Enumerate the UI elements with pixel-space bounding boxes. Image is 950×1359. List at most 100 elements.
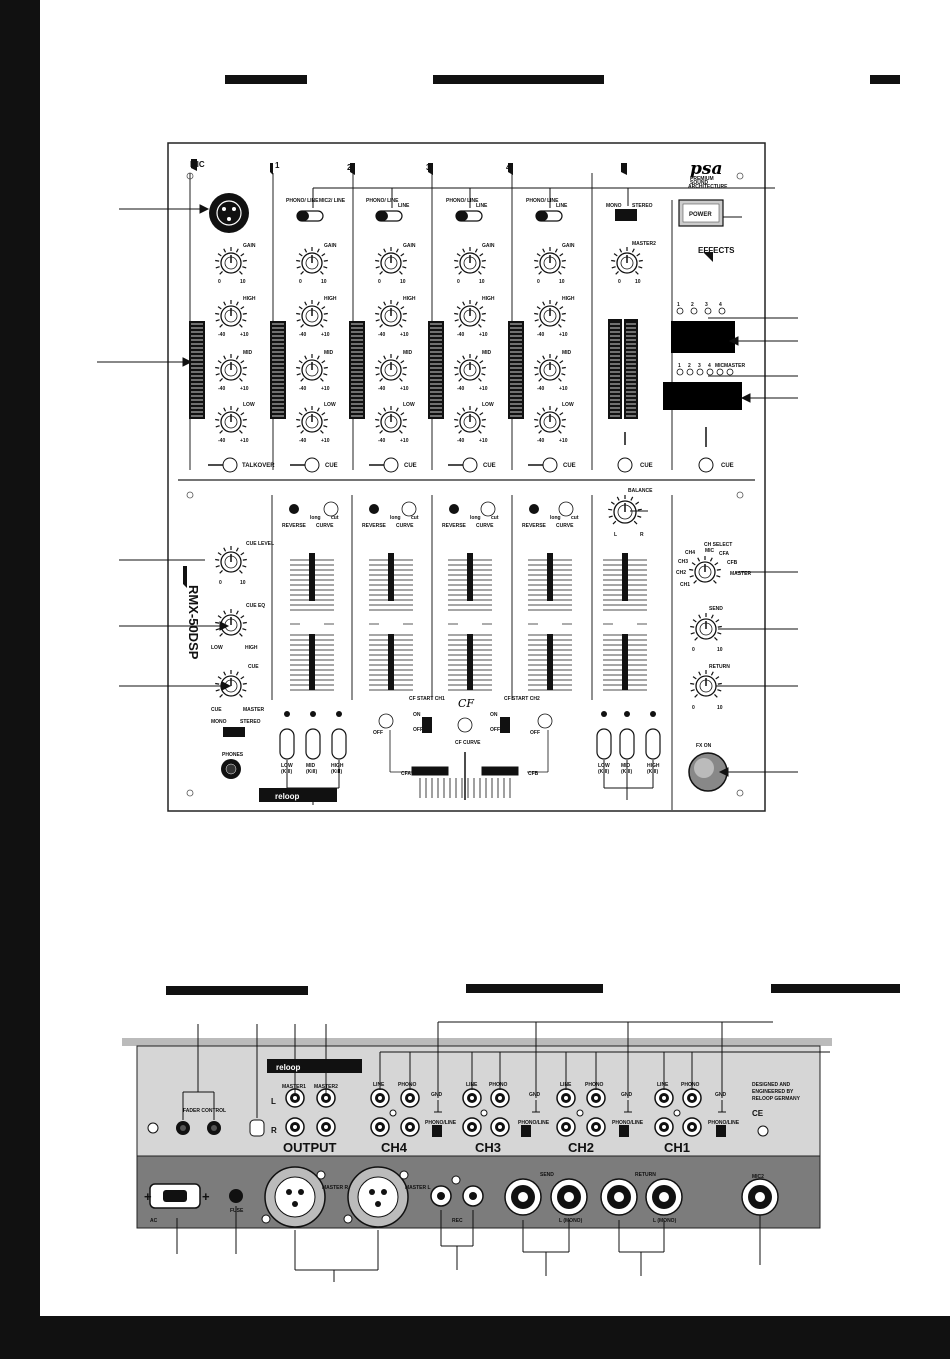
ch1-phono: PHONO (681, 1082, 699, 1088)
ch1-line: LINE (657, 1082, 669, 1088)
psa-sub-3: ARCHITECTURE (688, 184, 728, 190)
return-0: 0 (692, 705, 695, 711)
reloop-logo-top (259, 788, 337, 802)
pl-4: PHONO/LINE (708, 1120, 740, 1126)
designed-3: RELOOP GERMANY (752, 1096, 801, 1102)
fuse-label: FUSE (230, 1208, 244, 1214)
knob-scale-max: +10 (321, 438, 330, 444)
output-label: OUTPUT (283, 1140, 337, 1155)
monitor-mono: MONO (211, 719, 227, 725)
cf-curve-label: CF CURVE (455, 740, 481, 746)
knob-scale-min: -40 (378, 438, 385, 444)
ch2-line: LINE (560, 1082, 572, 1088)
effects-beat-display (671, 321, 735, 353)
kill-sub: (Kill) (281, 769, 292, 775)
ch4-line: LINE (373, 1082, 385, 1088)
curve-label: CURVE (556, 523, 574, 529)
ch4-label: CH4 (381, 1140, 408, 1155)
kill-sub: (Kill) (621, 769, 632, 775)
send-0: 0 (692, 647, 695, 653)
output-r: R (271, 1126, 277, 1135)
cf-start-ch1: CF START CH1 (409, 696, 445, 702)
knob-label-high: HIGH (562, 296, 575, 302)
reverse-label: REVERSE (282, 523, 307, 529)
cue-eq-low: LOW (211, 645, 223, 651)
master2-scale-min: 0 (618, 279, 621, 285)
knob-scale-min: -40 (537, 438, 544, 444)
sw2b: LINE (398, 203, 410, 209)
knob-label-gain: GAIN (324, 243, 337, 249)
rca-jacks (285, 1088, 702, 1137)
ch1-label: CH1 (664, 1140, 690, 1155)
knob-label-high: HIGH (243, 296, 256, 302)
knob-label-low: LOW (403, 402, 415, 408)
reverse-buttons (289, 504, 539, 514)
mono-label: MONO (606, 203, 622, 209)
curve-label: CURVE (316, 523, 334, 529)
knob-scale-max: +10 (321, 386, 330, 392)
knob-group (215, 247, 722, 698)
knob-scale-max: +10 (321, 332, 330, 338)
gnd-1: GND (431, 1092, 443, 1098)
knob-label-high: HIGH (403, 296, 416, 302)
ch-led-2: 2 (688, 363, 691, 369)
knob-scale-min: -40 (457, 386, 464, 392)
power-label: POWER (689, 212, 712, 218)
knob-scale-min: 0 (378, 279, 381, 285)
curve-label: CURVE (396, 523, 414, 529)
master2-label: MASTER2 (632, 241, 656, 247)
title-bar-6 (771, 984, 900, 993)
xlr-outputs (264, 1166, 409, 1228)
chsel-cfb: CFB (727, 560, 738, 566)
knob-scale-max: 10 (559, 279, 565, 285)
knob-scale-min: 0 (299, 279, 302, 285)
knob-scale-min: 0 (537, 279, 540, 285)
knob-scale-max: 10 (321, 279, 327, 285)
balance-r: R (640, 532, 644, 538)
send-label: SEND (709, 606, 723, 612)
knob-label-gain: GAIN (482, 243, 495, 249)
rec-outputs (430, 1185, 484, 1207)
sw4b: LINE (556, 203, 568, 209)
curve-label: CURVE (476, 523, 494, 529)
sw1b: MIC2/ LINE (319, 198, 346, 204)
ch2-phono: PHONO (585, 1082, 603, 1088)
knob-label-mid: MID (403, 350, 413, 356)
knob-label-gain: GAIN (403, 243, 416, 249)
output-l: L (271, 1097, 276, 1106)
ch3-label: CH3 (475, 1140, 501, 1155)
master-r-label: MASTER R (322, 1185, 349, 1191)
effects-parameter-display (663, 382, 742, 410)
beat-led-2: 2 (691, 302, 694, 308)
knob-label-high: HIGH (324, 296, 337, 302)
cue-eq-high: HIGH (245, 645, 258, 651)
ch2-number: 2 (347, 163, 352, 172)
off-label-1: OFF (413, 727, 423, 733)
talkover-label: TALKOVER (242, 463, 275, 469)
on-label-1: ON (413, 712, 421, 718)
chsel-master: MASTER (730, 571, 752, 577)
mic-label: MIC (190, 160, 205, 169)
reloop-logo-text: reloop (275, 792, 300, 801)
reverse-label: REVERSE (522, 523, 547, 529)
chsel-ch1: CH1 (680, 582, 690, 588)
channel-faders (290, 553, 647, 691)
knob-label-low: LOW (562, 402, 574, 408)
cue-label-4: CUE (563, 463, 576, 469)
return-mono: L (MONO) (653, 1218, 677, 1224)
knob-scale-max: 10 (479, 279, 485, 285)
fuse-holder (229, 1189, 243, 1203)
mic-xlr-input (209, 193, 249, 233)
pl-2: PHONO/LINE (518, 1120, 550, 1126)
input-switches (296, 209, 637, 222)
knob-scale-max: +10 (559, 386, 568, 392)
knob-scale-min: -40 (218, 332, 225, 338)
off-label-3: OFF (373, 730, 383, 736)
phones-label: PHONES (222, 752, 244, 758)
chsel-mic: MIC (705, 548, 715, 554)
ch3-line: LINE (466, 1082, 478, 1088)
crossfader (389, 730, 549, 800)
curve-long: long (470, 515, 481, 521)
designed-2: ENGINEERED BY (752, 1089, 794, 1095)
title-bar-4 (166, 986, 308, 995)
